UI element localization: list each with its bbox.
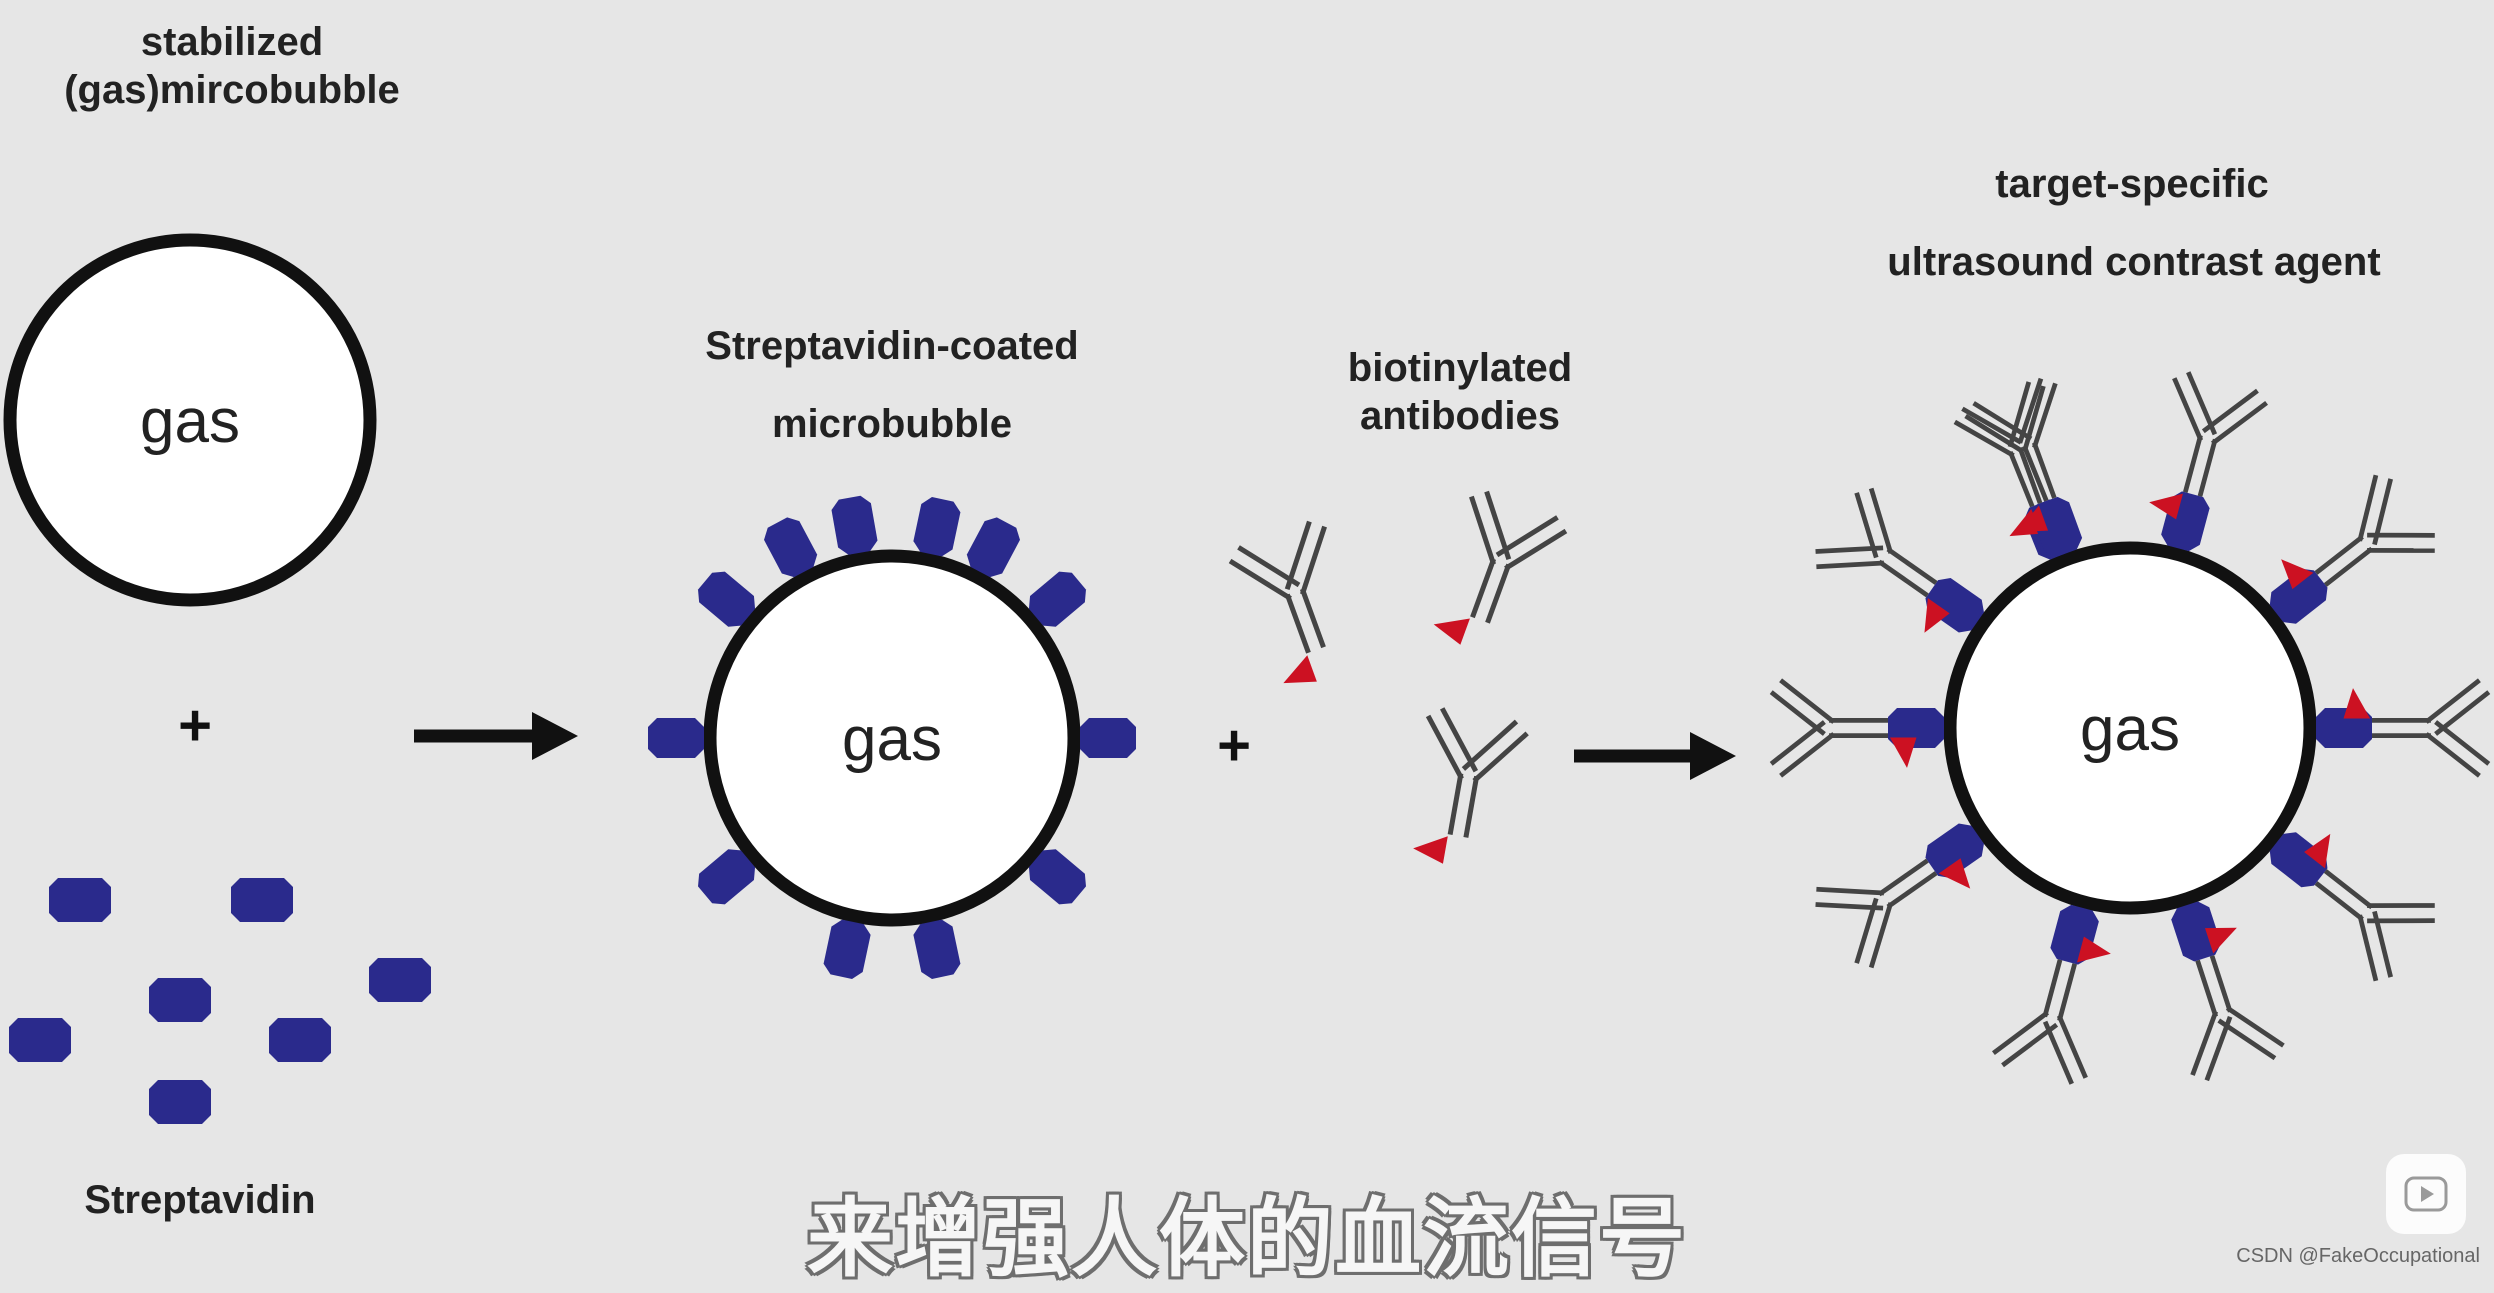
antibody [1991, 936, 2111, 1085]
label-antibodies-line1: biotinylated [1347, 346, 1573, 390]
antibody [2343, 678, 2491, 778]
antibody [2149, 371, 2269, 520]
label-streptavidin: Streptavidin [84, 1178, 316, 1222]
streptavidin-protein [269, 1018, 331, 1062]
plain-microbubble [3, 233, 377, 607]
streptavidin-protein [49, 878, 111, 922]
antibody [2190, 927, 2285, 1082]
biotin-tag [1433, 618, 1470, 645]
plus-sign: + [1217, 713, 1251, 778]
streptavidin-protein [913, 919, 961, 979]
antibody [1413, 707, 1529, 864]
gas-label: gas [140, 387, 240, 456]
streptavidin-protein [149, 1080, 211, 1124]
label-stabilized-line1: stabilized [140, 20, 324, 64]
biotin-tag [2149, 493, 2183, 520]
reaction-arrows: + [414, 712, 1736, 780]
antibody [2304, 833, 2435, 982]
biotin-tag [1924, 598, 1950, 633]
antibody [1228, 520, 1327, 684]
streptavidin-protein [831, 495, 878, 555]
video-subtitle: 来增强人体的血流信号 [807, 1189, 1687, 1289]
gas-label: gas [842, 705, 942, 774]
streptavidin-protein [1028, 571, 1086, 627]
biotin-tag [2205, 927, 2237, 954]
label-antibodies-line2: antibodies [1359, 394, 1561, 438]
contrast-agent-microbubble [1943, 541, 2317, 915]
biotin-tag [2343, 688, 2371, 719]
streptavidin-protein [2171, 901, 2222, 962]
label-coated-line1: Streptavidin-coated [705, 324, 1079, 368]
arrow-right-icon [1574, 732, 1736, 780]
watermark: CSDN @FakeOccupational [2236, 1245, 2480, 1267]
stage-contrast-agent: gas [1769, 371, 2491, 1085]
biotin-tag [1413, 836, 1448, 864]
gas-label: gas [2080, 695, 2180, 764]
streptavidin-protein [698, 849, 756, 905]
streptavidin-protein [823, 919, 871, 979]
antibody [1815, 858, 1971, 969]
antibody [1815, 487, 1950, 633]
streptavidin-protein [698, 571, 756, 627]
streptavidin-protein [966, 517, 1020, 578]
biotin-tag [2016, 505, 2049, 533]
biotin-tag [2281, 559, 2314, 590]
stage-antibodies [1228, 490, 1568, 864]
arrow-right-icon [414, 712, 578, 760]
label-antibodies: biotinylated antibodies [1348, 344, 1572, 440]
antibody [2281, 474, 2435, 590]
plus-sign: + [178, 693, 212, 758]
biotin-tag [2077, 936, 2111, 963]
streptavidin-protein [1080, 718, 1136, 758]
antibody [1964, 377, 2058, 533]
play-button[interactable] [2386, 1154, 2466, 1234]
streptavidin-protein [648, 718, 704, 758]
play-icon [2404, 1176, 2448, 1212]
biotin-tag [1938, 858, 1971, 889]
label-stabilized-line2: (gas)mircobubble [64, 68, 400, 112]
streptavidin-protein [2269, 568, 2328, 624]
streptavidin-protein [1028, 849, 1086, 905]
label-coated-line2: microbubble [771, 402, 1013, 446]
biotin-tag [1283, 655, 1317, 684]
stage-coated-microbubble: gas [648, 495, 1136, 979]
antibody [1433, 490, 1568, 645]
streptavidin-protein [9, 1018, 71, 1062]
label-stabilized-microbubble: stabilized (gas)mircobubble [64, 18, 400, 114]
stage-microbubble: gas + [3, 233, 431, 1124]
streptavidin-protein [149, 978, 211, 1022]
biotin-tag [2304, 833, 2331, 869]
biotin-tag [1889, 737, 1917, 768]
streptavidin-protein [913, 497, 961, 557]
coated-microbubble [703, 549, 1081, 927]
streptavidin-protein [231, 878, 293, 922]
antibody [1769, 678, 1917, 778]
label-target-line2: ultrasound contrast agent [1887, 240, 2381, 284]
streptavidin-protein [2031, 496, 2083, 557]
streptavidin-protein [1925, 823, 1984, 879]
streptavidin-protein [369, 958, 431, 1002]
streptavidin-protein [764, 517, 818, 578]
label-target-line1: target-specific [1995, 162, 2269, 206]
